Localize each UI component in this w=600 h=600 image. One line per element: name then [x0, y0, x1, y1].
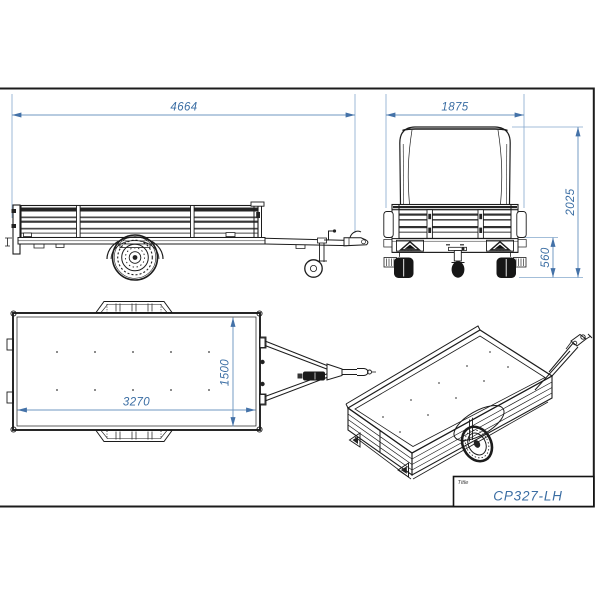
iso-floor-dots: [382, 351, 509, 433]
panel-stake: [76, 205, 81, 238]
rear-wheel-right: [496, 257, 516, 278]
dim-overall-width: 1875: [441, 102, 468, 114]
side-view-trailer: [5, 201, 369, 281]
title-block: Title CP327-LH: [452, 475, 595, 508]
rear-fender-left: [383, 211, 394, 248]
top-view-trailer: [6, 301, 376, 442]
drawbar-beam: [264, 237, 348, 247]
hinge-tab: [259, 336, 267, 349]
fender-bottom: [95, 430, 173, 442]
dim-inner-width: 1500: [220, 359, 232, 386]
hinge-tab: [259, 393, 267, 406]
floor-bolt-dots: [56, 351, 210, 391]
hinge-tab: [6, 338, 14, 351]
panel-stake: [190, 205, 195, 238]
jockey-clamp: [303, 371, 325, 381]
tailgate-post: [5, 204, 21, 255]
hinge-tab: [6, 391, 14, 404]
reflector-triangle-left: [398, 240, 422, 251]
aframe-drawbar: [259, 337, 376, 405]
dimension-overall-length: 4664: [11, 94, 356, 233]
fender-top: [95, 301, 173, 313]
rear-view: 1875 2025 560: [383, 94, 583, 278]
coupler-top: [357, 368, 369, 376]
sheet-frame: [0, 87, 595, 508]
dimension-overall-width: 1875: [385, 94, 525, 208]
iso-drawbar: [534, 333, 593, 391]
top-view: 3270 1500: [6, 301, 376, 442]
drawing-number: CP327-LH: [493, 489, 562, 504]
side-view: 4664: [5, 94, 369, 281]
rear-view-trailer: [383, 126, 527, 278]
dim-inner-length: 3270: [123, 397, 150, 409]
iso-rear-face: [347, 406, 413, 478]
iso-wheel: [460, 425, 494, 463]
title-block-box: [452, 475, 595, 508]
dimension-inner-width: 1500: [220, 317, 236, 427]
iso-reflector-left: [348, 432, 361, 448]
bed-inner-edge: [16, 316, 257, 427]
side-panel: [20, 204, 259, 239]
isometric-view: [345, 325, 593, 480]
dim-overall-length: 4664: [170, 102, 197, 114]
dim-overall-height: 2025: [565, 188, 577, 216]
bumper-bar: [391, 238, 519, 257]
canopy: [399, 126, 511, 205]
gate-latch: [426, 209, 433, 239]
coupler: [343, 230, 369, 247]
jockey-wheel: [304, 229, 337, 278]
dimension-inner-length: 3270: [17, 397, 256, 413]
iso-reflector-right: [397, 462, 409, 478]
rear-box: [391, 203, 519, 240]
dim-floor-height: 560: [540, 247, 552, 268]
dimension-floor-height: 560: [521, 237, 558, 278]
coupler-plate: [326, 363, 343, 381]
crank-handle: [324, 230, 334, 241]
wheel: [111, 234, 159, 281]
title-block-label: Title: [458, 480, 470, 486]
rear-wheel-left: [394, 257, 414, 278]
gate-latch: [477, 209, 484, 239]
floor-rail: [17, 237, 306, 249]
jockey-wheel-rear: [448, 246, 467, 278]
